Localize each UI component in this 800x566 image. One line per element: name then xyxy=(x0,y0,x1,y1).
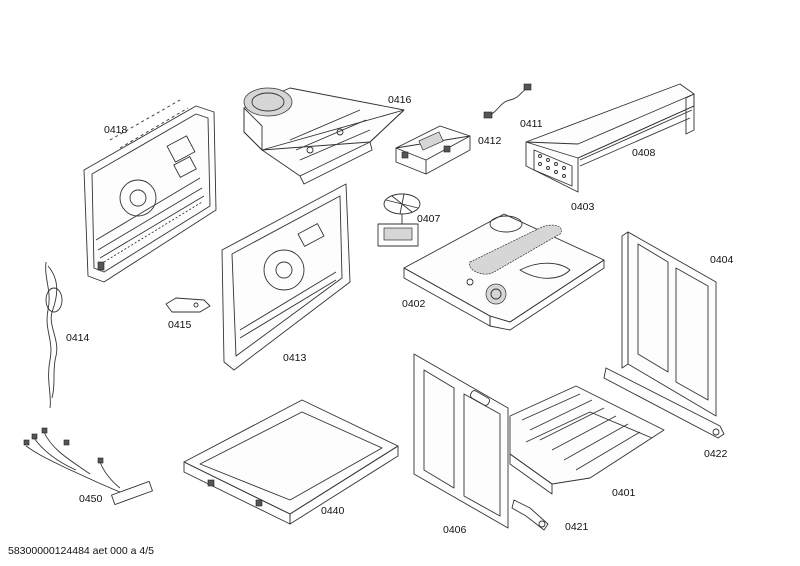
part-0415-clip xyxy=(165,297,211,313)
part-0422-rail xyxy=(603,367,725,439)
part-0414-power-cable xyxy=(45,261,63,409)
part-0407-fan-motor xyxy=(377,193,421,247)
label-0408: 0408 xyxy=(632,147,656,159)
part-0401-oven-base xyxy=(509,385,665,495)
label-0416: 0416 xyxy=(388,94,412,106)
label-0407: 0407 xyxy=(417,213,441,225)
part-0440-bottom-frame xyxy=(183,399,399,525)
label-0413: 0413 xyxy=(283,352,307,364)
label-0401: 0401 xyxy=(612,487,636,499)
label-0440: 0440 xyxy=(321,505,345,517)
part-0406-side-panel xyxy=(413,353,509,529)
part-0412-control-module xyxy=(395,125,471,175)
part-0450-wiring-harness xyxy=(23,427,153,505)
label-0411: 0411 xyxy=(520,118,543,130)
label-0403: 0403 xyxy=(571,201,595,213)
part-0402-oven-top xyxy=(403,213,605,331)
label-0412: 0412 xyxy=(478,135,502,147)
label-0402: 0402 xyxy=(402,298,426,310)
label-0415: 0415 xyxy=(168,319,192,331)
part-0404-side-panel xyxy=(621,231,717,417)
part-0418-rear-panel xyxy=(83,99,217,283)
part-0413-back-panel xyxy=(221,183,351,371)
label-0421: 0421 xyxy=(565,521,589,533)
part-0416-fan-cover xyxy=(243,87,405,185)
label-0422: 0422 xyxy=(704,448,728,460)
label-0406: 0406 xyxy=(443,524,467,536)
part-0408-channel xyxy=(525,83,695,193)
label-0450: 0450 xyxy=(79,493,103,505)
label-0414: 0414 xyxy=(66,332,90,344)
part-0411-cable xyxy=(483,83,532,119)
label-0404: 0404 xyxy=(710,254,734,266)
label-0418: 0418 xyxy=(104,124,128,136)
part-0421-rail xyxy=(511,499,549,531)
document-footer: 58300000124484 aet 000 a 4/5 xyxy=(8,545,154,557)
part-0403-heating-element xyxy=(469,215,562,275)
